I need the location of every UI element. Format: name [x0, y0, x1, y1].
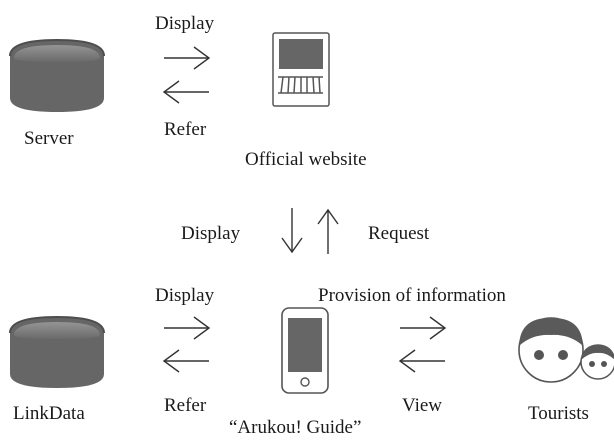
request-label: Request — [368, 223, 430, 244]
top-refer-arrow — [162, 80, 209, 104]
view-arrow — [398, 349, 445, 373]
provision-arrow — [400, 316, 447, 340]
website-label: Official website — [245, 149, 367, 170]
server-label: Server — [24, 128, 74, 149]
app-label: “Arukou! Guide” — [229, 417, 362, 438]
bottom-refer-arrow — [162, 349, 209, 373]
linkdata-label: LinkData — [13, 403, 85, 424]
bottom-refer-label: Refer — [164, 395, 207, 416]
database-icon — [9, 315, 105, 388]
up-request-arrow — [317, 208, 339, 254]
smartphone-icon — [281, 307, 329, 394]
down-display-arrow — [281, 208, 303, 254]
server-icon — [9, 38, 105, 112]
view-label: View — [402, 395, 443, 416]
provision-label: Provision of information — [318, 285, 506, 306]
middle-display-label: Display — [181, 223, 241, 244]
top-display-label: Display — [155, 13, 215, 34]
bottom-display-arrow — [164, 316, 211, 340]
tourists-label: Tourists — [528, 403, 589, 424]
top-display-arrow — [164, 46, 211, 70]
tourists-icon — [518, 317, 614, 383]
bottom-display-label: Display — [155, 285, 215, 306]
laptop-icon — [272, 32, 330, 107]
top-refer-label: Refer — [164, 119, 207, 140]
